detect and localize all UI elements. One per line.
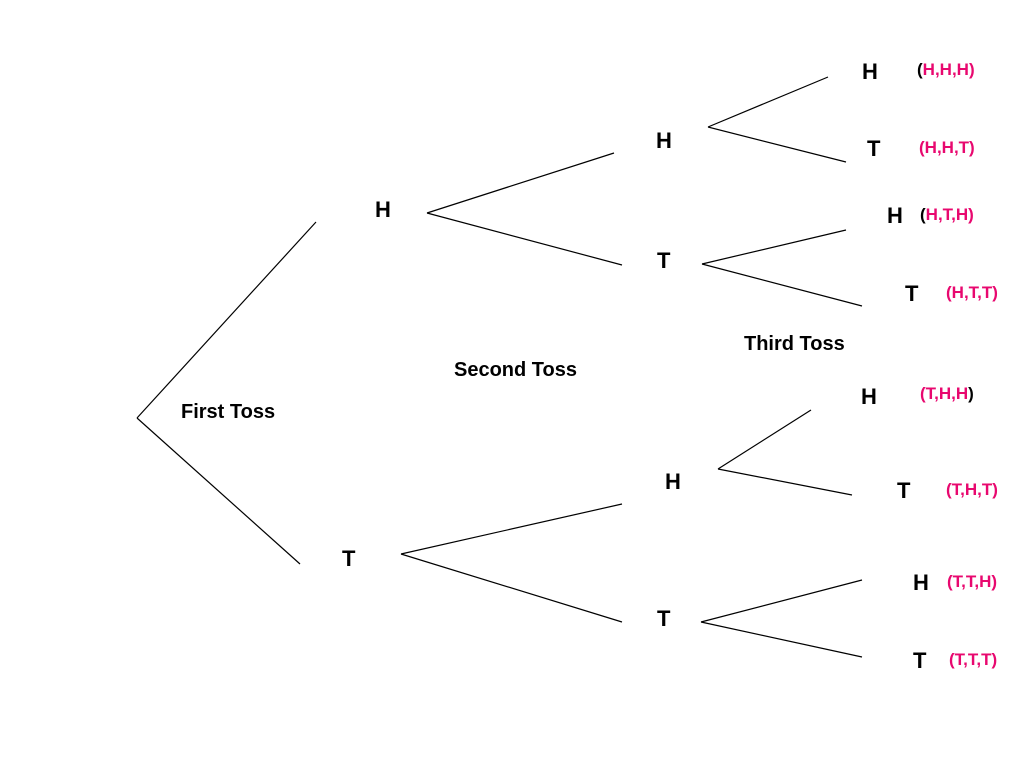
- branch-tt-to-ttt: [700, 621, 863, 658]
- outcome-tht: (T,H,T): [946, 481, 998, 498]
- node-third-htt: T: [905, 281, 919, 306]
- node-second-tt: T: [657, 606, 671, 631]
- branch-hh-to-hht: [707, 126, 847, 163]
- outcome-hhh-body: H,H,H): [922, 60, 975, 79]
- branch-th-to-tht: [717, 468, 853, 496]
- branch-t-to-th: [400, 503, 623, 555]
- node-third-hth: H: [887, 203, 903, 228]
- outcome-thh: (T,H,H): [920, 385, 974, 402]
- node-third-hhh: H: [862, 59, 878, 84]
- second-toss-label: Second Toss: [454, 359, 577, 381]
- branch-h-to-hh: [426, 152, 615, 214]
- outcome-tth: (T,T,H): [947, 573, 997, 590]
- node-third-tth: H: [913, 570, 929, 595]
- outcome-hht: (H,H,T): [919, 139, 975, 156]
- outcome-hth: (H,T,H): [920, 206, 974, 223]
- outcome-ttt: (T,T,T): [949, 651, 997, 668]
- branch-tt-to-tth: [700, 579, 863, 623]
- outcome-htt: (H,T,T): [946, 284, 998, 301]
- first-toss-label: First Toss: [181, 401, 276, 423]
- outcome-ttt-body: (T,T,T): [949, 650, 998, 669]
- node-third-thh: H: [861, 384, 877, 409]
- branch-root-to-t: [136, 417, 301, 565]
- branch-t-to-tt: [400, 553, 623, 623]
- outcome-hth-open: (: [920, 205, 926, 224]
- branch-h-to-ht: [426, 212, 623, 266]
- branch-ht-to-hth: [701, 229, 847, 265]
- outcome-thh-close: ): [968, 384, 974, 403]
- node-third-tht: T: [897, 478, 911, 503]
- branch-root-to-h: [136, 221, 317, 419]
- node-first-t: T: [342, 546, 356, 571]
- outcome-hhh: (H,H,H): [917, 61, 975, 78]
- node-second-hh: H: [656, 128, 672, 153]
- outcome-tth-body: (T,T,H): [947, 572, 998, 591]
- branch-hh-to-hhh: [707, 76, 829, 128]
- third-toss-label: Third Toss: [744, 333, 845, 355]
- outcome-htt-body: (H,T,T): [946, 283, 998, 302]
- outcome-thh-body: (T,H,H: [920, 384, 969, 403]
- outcome-hth-body: H,T,H): [925, 205, 974, 224]
- node-second-th: H: [665, 469, 681, 494]
- branch-th-to-thh: [717, 409, 812, 470]
- branch-ht-to-htt: [701, 263, 863, 307]
- outcome-hht-body: (H,H,T): [919, 138, 975, 157]
- node-third-hht: T: [867, 136, 881, 161]
- node-first-h: H: [375, 197, 391, 222]
- node-second-ht: T: [657, 248, 671, 273]
- node-third-ttt: T: [913, 648, 927, 673]
- outcome-hhh-open: (: [917, 60, 923, 79]
- outcome-tht-body: (T,H,T): [946, 480, 998, 499]
